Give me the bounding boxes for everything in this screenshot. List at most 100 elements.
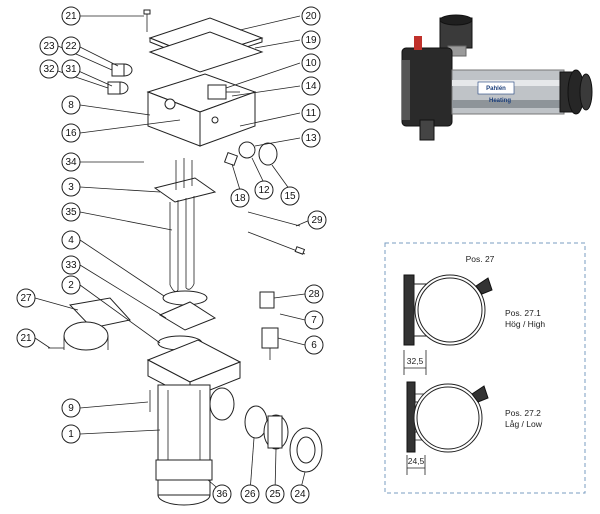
bracket-27: [63, 297, 131, 351]
callout-14: 14: [301, 76, 321, 96]
callout-number: 24: [294, 489, 306, 500]
callout-number: 9: [68, 403, 74, 414]
callout-number: 7: [311, 315, 317, 326]
callout-10: 10: [301, 53, 321, 73]
callout-4: 4: [61, 230, 81, 250]
callout-number: 4: [68, 235, 74, 246]
callout-32: 32: [39, 59, 59, 79]
callout-7: 7: [304, 310, 324, 330]
callout-20: 20: [301, 6, 321, 26]
callout-2: 2: [61, 275, 81, 295]
callout-15: 15: [280, 186, 300, 206]
callout-number: 34: [65, 157, 77, 168]
sensor-rod-1: [247, 211, 301, 227]
screw-head: [143, 9, 151, 15]
callout-number: 16: [65, 128, 77, 139]
callout-16: 16: [61, 123, 81, 143]
box-side: [199, 91, 256, 147]
photo-model: Heating: [489, 98, 511, 104]
callout-number: 18: [234, 193, 246, 204]
photo-label: [477, 81, 515, 95]
callout-29: 29: [307, 210, 327, 230]
low-dimension: 24,5: [408, 456, 425, 466]
callout-18: 18: [230, 188, 250, 208]
lid-gasket: [148, 31, 264, 73]
callout-21: 21: [16, 328, 36, 348]
callout-number: 14: [305, 81, 317, 92]
callout-6: 6: [304, 335, 324, 355]
callout-number: 15: [284, 191, 296, 202]
bottom-union: [155, 459, 213, 481]
photo-brand: Pahlén: [486, 86, 506, 92]
cable-glands: [107, 63, 133, 95]
callout-layer: 21 20 23 22 19 32 31 10 8 14 11 16 13 34 18 1 2 15 3 29 35 4 3…: [16, 6, 327, 504]
outlet: [209, 387, 235, 421]
box-hole-small: [211, 116, 219, 124]
callout-13: 13: [301, 128, 321, 148]
callout-number: 28: [308, 289, 320, 300]
flange-plate: [153, 177, 217, 203]
thermostat: [207, 84, 227, 100]
product-photo: Pahlén Heating: [401, 14, 593, 141]
exploded-view: [48, 9, 323, 506]
photo-red-knob: [414, 36, 422, 50]
callout-21: 21: [61, 6, 81, 26]
callout-23: 23: [39, 36, 59, 56]
switch-13: [238, 141, 256, 159]
callout-number: 20: [305, 11, 317, 22]
callout-1: 1: [61, 424, 81, 444]
callout-number: 8: [68, 100, 74, 111]
callout-3: 3: [61, 177, 81, 197]
callout-number: 35: [65, 207, 77, 218]
callout-number: 23: [43, 41, 55, 52]
callout-33: 33: [61, 255, 81, 275]
inset-border: [384, 242, 586, 494]
bracket-low: [406, 381, 489, 453]
high-label-pos: Pos. 27.1: [505, 308, 541, 318]
inset-title: Pos. 27: [466, 254, 495, 264]
callout-31: 31: [61, 59, 81, 79]
callout-number: 26: [244, 489, 256, 500]
callout-34: 34: [61, 152, 81, 172]
callout-27: 27: [16, 288, 36, 308]
low-label-pos: Pos. 27.2: [505, 408, 541, 418]
high-label-name: Hög / High: [505, 319, 545, 329]
callout-number: 6: [311, 340, 317, 351]
callout-24: 24: [290, 484, 310, 504]
callout-number: 21: [20, 333, 32, 344]
callout-number: 36: [216, 489, 228, 500]
callout-number: 3: [68, 182, 74, 193]
callout-number: 25: [269, 489, 281, 500]
callout-number: 11: [306, 108, 317, 119]
callout-number: 22: [65, 41, 77, 52]
callout-26: 26: [240, 484, 260, 504]
callout-8: 8: [61, 95, 81, 115]
cutout-28: [259, 291, 275, 309]
callout-number: 31: [65, 64, 77, 75]
bracket-high: [403, 274, 493, 346]
gasket-33: [158, 301, 217, 331]
callout-28: 28: [304, 284, 324, 304]
callout-35: 35: [61, 202, 81, 222]
callout-number: 1: [68, 429, 74, 440]
callout-9: 9: [61, 398, 81, 418]
callout-19: 19: [301, 30, 321, 50]
callout-number: 29: [311, 215, 323, 226]
callout-number: 27: [20, 293, 32, 304]
callout-number: 13: [305, 133, 317, 144]
callout-number: 19: [305, 35, 317, 46]
callout-11: 11: [301, 103, 321, 123]
box-hole: [164, 98, 176, 110]
callout-number: 21: [65, 11, 77, 22]
heating-element: [169, 196, 195, 290]
knob-15: [258, 142, 278, 166]
callout-36: 36: [212, 484, 232, 504]
cutout-6: [261, 327, 279, 349]
callout-number: 33: [65, 260, 77, 271]
callout-number: 32: [43, 64, 55, 75]
callout-number: 2: [68, 280, 74, 291]
high-dimension: 32,5: [407, 356, 424, 366]
part-18: [223, 151, 239, 167]
o-ring-4: [162, 290, 208, 306]
